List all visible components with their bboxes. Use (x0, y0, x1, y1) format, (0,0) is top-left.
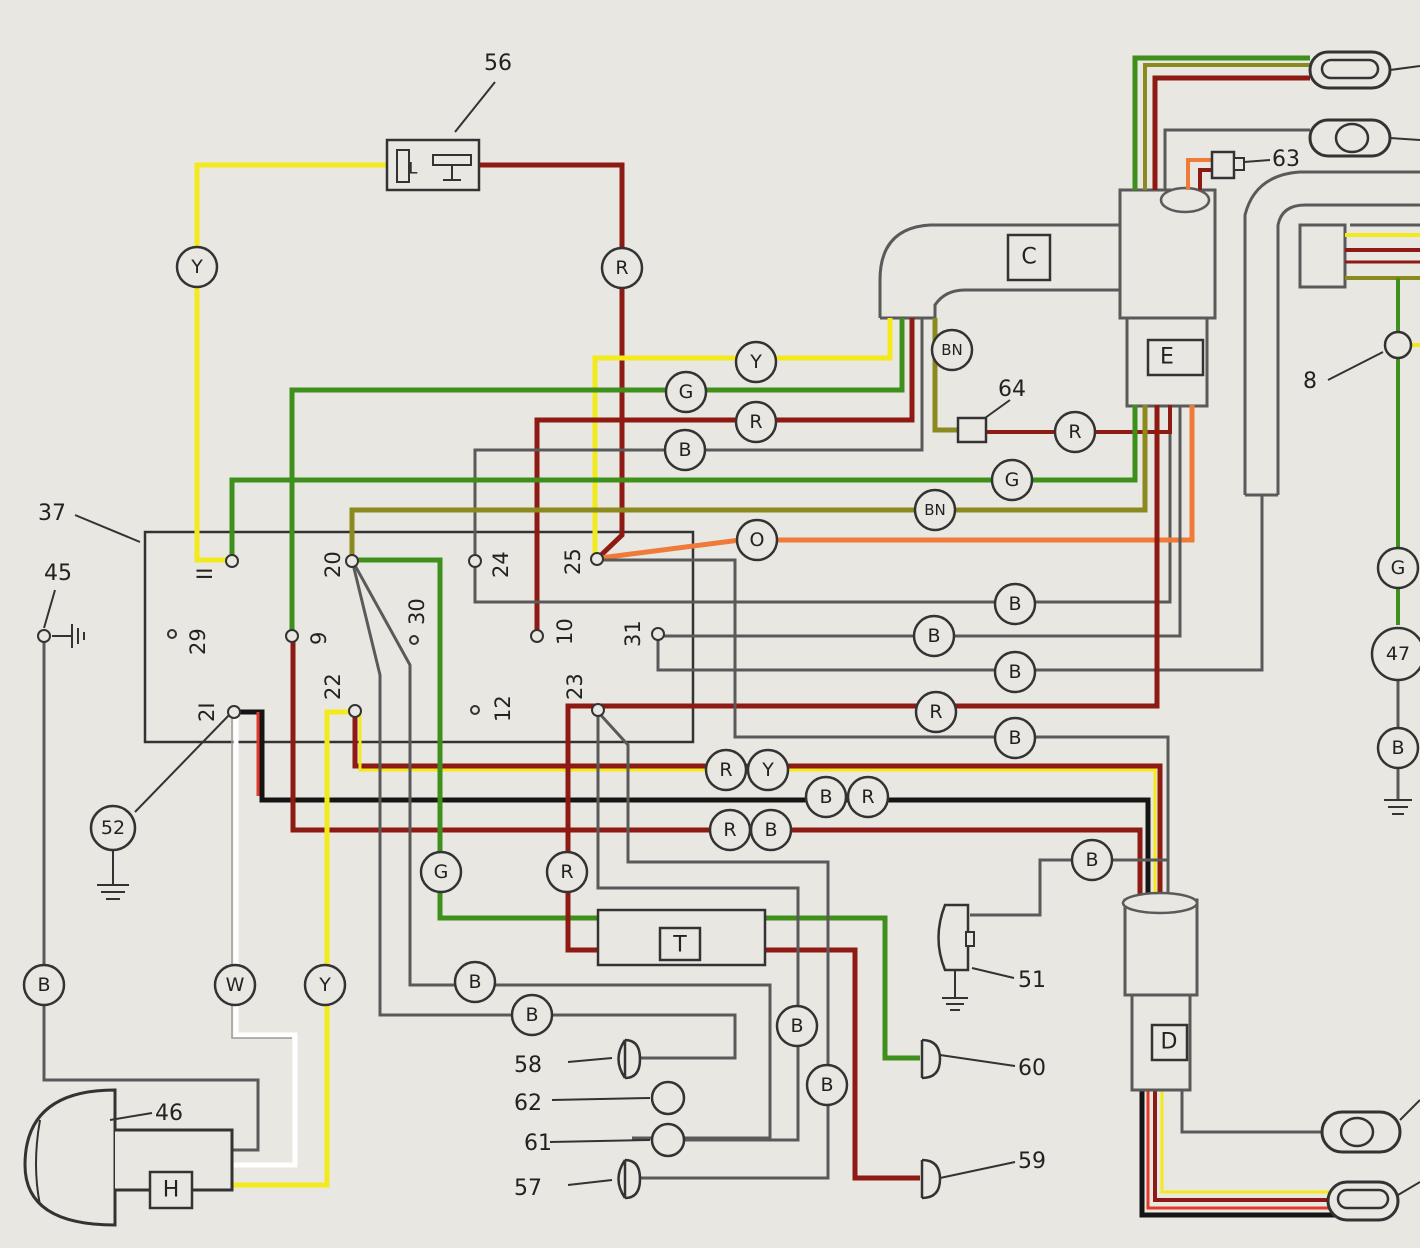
connector-bottom-1 (1320, 1099, 1420, 1154)
wire-code-bn-1: BN (941, 341, 963, 359)
connector-top-2 (1308, 118, 1420, 158)
harness-tubes (878, 128, 1420, 497)
component-63 (1210, 150, 1271, 180)
wire-code-b-2: B (1008, 593, 1021, 615)
headlight-46: H (23, 1088, 234, 1227)
wire-code-r-3: R (1068, 421, 1081, 443)
wire-code-g-4: G (1391, 557, 1406, 579)
label-45: 45 (44, 561, 72, 586)
lamp-60 (920, 1038, 1016, 1080)
label-57: 57 (514, 1176, 542, 1201)
wire-code-r-8: R (560, 861, 573, 883)
terminals (37, 552, 665, 719)
wire-code-b-1: B (678, 439, 691, 461)
label-56: 56 (484, 51, 512, 76)
terminal-20-label: 20 (321, 551, 345, 578)
label-64: 64 (998, 377, 1026, 402)
wire-code-r-7: R (723, 819, 736, 841)
lamp-57 (567, 1158, 642, 1200)
wire-code-r-2: R (749, 411, 762, 433)
connector-bottom-2 (1326, 1180, 1420, 1222)
wire-code-b-12: B (820, 1074, 833, 1096)
terminal-30-label: 30 (405, 598, 429, 625)
wire-code-b-10: B (525, 1004, 538, 1026)
box-e-label: E (1160, 345, 1174, 370)
wire-code-b-3: B (927, 625, 940, 647)
unit-t-label: T (672, 933, 687, 958)
component-47-label: 47 (1386, 643, 1410, 665)
ground-47 (1384, 799, 1412, 815)
box-c (1006, 233, 1052, 282)
wire-code-y-2: Y (749, 351, 762, 373)
wire-code-r-4: R (929, 701, 942, 723)
connector-top-1 (1308, 50, 1420, 90)
wire-code-b-14: B (1391, 737, 1404, 759)
bulb-61 (650, 1122, 686, 1158)
horn-51 (937, 903, 1015, 1011)
component-56-l-label: L (409, 159, 418, 178)
junction-d-body (1123, 898, 1199, 997)
terminal-29-label: 29 (186, 628, 210, 655)
wire-code-r-1: R (615, 257, 628, 279)
wire-code-g-3: G (434, 861, 449, 883)
box-h-label: H (163, 1178, 180, 1203)
wire-code-bn-2: BN (924, 501, 946, 519)
lamp-58 (567, 1038, 642, 1080)
ground-52 (97, 850, 129, 900)
node-8 (1383, 330, 1413, 360)
wire-code-b-13: B (37, 974, 50, 996)
junction-e-body (1118, 188, 1217, 320)
label-37: 37 (38, 501, 66, 526)
box-e (1146, 338, 1205, 377)
component-52-label: 52 (101, 817, 125, 839)
wire-code-b-11: B (790, 1015, 803, 1037)
box-d (1150, 1023, 1189, 1062)
label-62: 62 (514, 1091, 542, 1116)
wire-code-b-5: B (1008, 727, 1021, 749)
label-61: 61 (524, 1131, 552, 1156)
terminal-12-label: 12 (491, 695, 515, 722)
label-60: 60 (1018, 1056, 1046, 1081)
lamp-59 (920, 1158, 1016, 1200)
wire-code-w-1: W (226, 974, 245, 996)
label-63: 63 (1272, 147, 1300, 172)
bulb-62 (650, 1080, 686, 1116)
terminal-22-label: 22 (321, 673, 345, 700)
terminal-24-label: 24 (489, 551, 513, 578)
wire-code-b-8: B (1085, 849, 1098, 871)
wire-code-r-5: R (719, 759, 732, 781)
wire-code-o-1: O (750, 529, 765, 551)
terminal-11-label: II (193, 568, 217, 580)
ground-45 (43, 589, 85, 648)
label-46: 46 (155, 1101, 183, 1126)
wire-code-b-6: B (819, 786, 832, 808)
terminal-21-label: 2I (195, 702, 219, 722)
wire-code-g-1: G (679, 381, 694, 403)
label-58: 58 (514, 1053, 542, 1078)
terminal-31-label: 31 (621, 620, 645, 647)
label-8: 8 (1303, 369, 1317, 394)
terminal-10-label: 10 (553, 618, 577, 645)
wire-code-b-7: B (764, 819, 777, 841)
wire-code-r-6: R (861, 786, 874, 808)
terminal-25-label: 25 (561, 548, 585, 575)
component-56: L (385, 81, 496, 192)
wire-code-y-3: Y (761, 759, 774, 781)
box-c-label: C (1021, 245, 1036, 270)
terminal-9-label: 9 (307, 632, 331, 645)
wire-code-g-2: G (1005, 469, 1020, 491)
wire-code-circles: Y R Y G R B BN R G BN O B B B R B R Y (22, 245, 1420, 1107)
component-52 (89, 804, 137, 852)
wire-code-b-9: B (468, 971, 481, 993)
box-d-label: D (1161, 1030, 1178, 1055)
wire-code-b-4: B (1008, 661, 1021, 683)
label-59: 59 (1018, 1149, 1046, 1174)
wire-code-y-4: Y (318, 974, 331, 996)
label-51: 51 (1018, 968, 1046, 993)
component-64 (956, 416, 988, 444)
component-47 (1370, 626, 1420, 682)
wire-code-y-1: Y (190, 256, 203, 278)
terminal-23-label: 23 (563, 673, 587, 700)
